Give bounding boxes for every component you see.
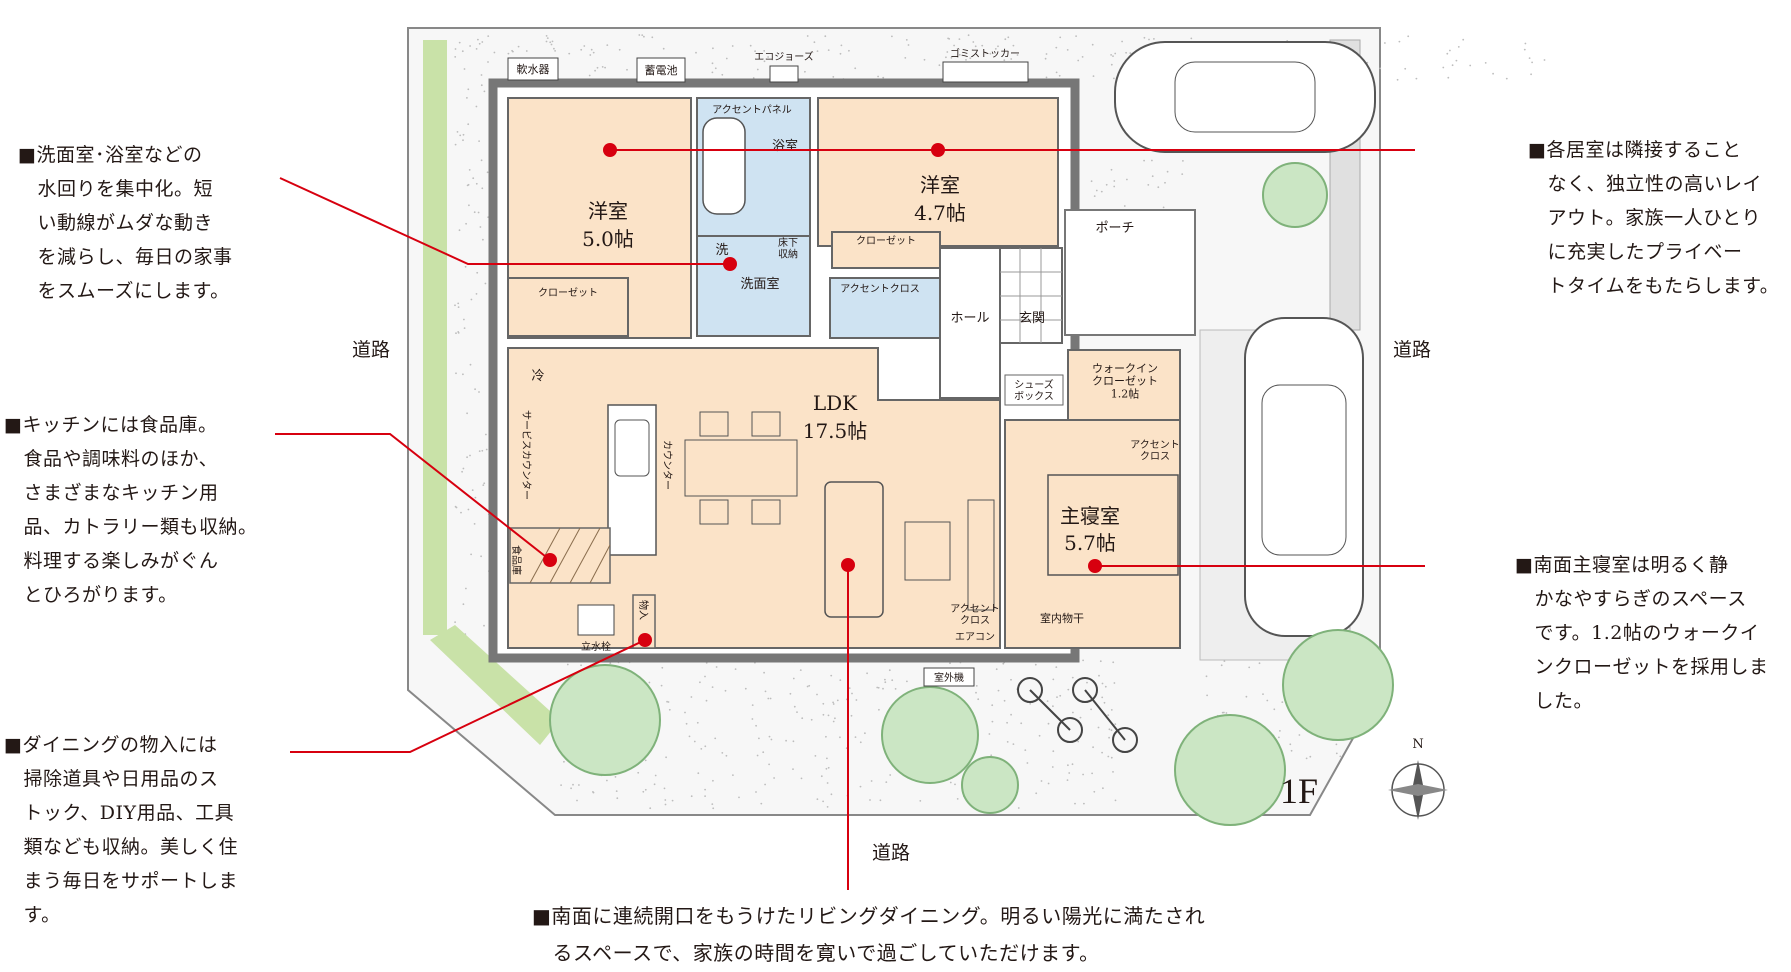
compass-label: N: [1412, 737, 1423, 752]
faucet-label: 立水栓: [581, 640, 611, 653]
bath-label: 浴室: [772, 138, 798, 154]
western1-size: 5.0帖: [582, 227, 634, 251]
toilet-room: [829, 277, 941, 339]
master-label: 主寝室: [1060, 504, 1120, 528]
battery-box: [636, 57, 686, 83]
accent-cloth2-label: アクセントクロス: [950, 603, 1000, 627]
note-dining-storage: ■ダイニングの物入には 掃除道具や日用品のス トック、DIY用品、工具 類なども…: [4, 734, 239, 926]
ecojoze-box: [769, 65, 799, 83]
callout-dot: [1088, 559, 1102, 573]
dining-chair: [751, 411, 781, 437]
washroom: [696, 235, 811, 337]
wash-label: 洗: [715, 243, 728, 258]
washroom-label: 洗面室: [740, 276, 779, 292]
road-label-right: 道路: [1393, 339, 1432, 361]
shoe-box: [1004, 374, 1064, 406]
western-room-2: [817, 97, 1059, 247]
hall: [939, 247, 1001, 399]
road-label-bottom: 道路: [872, 842, 911, 864]
floor-label: 1F: [1280, 771, 1319, 811]
note-private-rooms: ■各居室は隣接すること なく、独立性の高いレイ アウト。家族一人ひとり に充実し…: [1528, 139, 1780, 297]
callout-dots: [543, 143, 1102, 647]
tree: [1282, 629, 1394, 741]
pantry-label: 食品庫: [510, 545, 523, 575]
coffee-table: [904, 521, 951, 581]
service-counter-label: サービスカウンター: [520, 410, 532, 500]
tv-board: [967, 499, 995, 611]
closet-2: [831, 231, 941, 269]
callout-dot: [841, 558, 855, 572]
note-kitchen: ■キッチンには食品庫。 食品や調味料のほか、 さまざまなキッチン用 品、カトラリ…: [4, 414, 258, 606]
car-right-cabin: [1261, 384, 1347, 556]
road-label-left: 道路: [352, 339, 391, 361]
compass-icon: [1388, 760, 1448, 820]
porch: [1064, 209, 1196, 336]
dining-chair: [751, 499, 781, 525]
entrance-label: 玄関: [1019, 311, 1045, 326]
battery-label: 蓄電池: [645, 64, 678, 77]
fridge-label: 冷: [531, 369, 544, 384]
aircon-label: エアコン: [955, 632, 995, 643]
callout-dot: [931, 143, 945, 157]
dining-chair: [699, 411, 729, 437]
tree: [881, 686, 979, 784]
note-master-bedroom: ■南面主寝室は明るく静 かなやすらぎのスペース です。1.2帖のウォークイ ンク…: [1515, 554, 1769, 712]
callout-dot: [603, 143, 617, 157]
car-top-cabin: [1174, 61, 1316, 133]
western2-label: 洋室: [920, 173, 960, 197]
ldk-size: 17.5帖: [803, 419, 868, 443]
callout-dot: [723, 257, 737, 271]
bicycles: [1017, 677, 1138, 753]
ecojoze-label: エコジョーズ: [754, 50, 814, 63]
water-heater-box: [507, 57, 559, 81]
sofa: [824, 481, 884, 618]
pantry: [509, 527, 611, 584]
hedge-diagonal: [430, 625, 560, 745]
tree: [961, 756, 1019, 814]
closet2-label: クローゼット: [856, 235, 916, 247]
dining-table: [684, 439, 798, 497]
faucet-box: [577, 604, 615, 636]
closet-1: [507, 277, 629, 337]
outdoor-unit-label: 室外機: [934, 671, 964, 684]
sink: [614, 419, 650, 477]
accent-cloth3-label: アクセントクロス: [1130, 439, 1180, 463]
hedge-strip: [423, 40, 447, 635]
shoebox-label: シューズボックス: [1014, 378, 1054, 403]
callout-dot: [638, 633, 652, 647]
tree: [1262, 162, 1328, 228]
underfloor-label: 床下収納: [778, 236, 798, 261]
counter-label: カウンター: [661, 440, 673, 490]
closet1-label: クローゼット: [538, 287, 598, 299]
accent-cloth1-label: アクセントクロス: [840, 283, 920, 295]
western1-label: 洋室: [588, 199, 628, 223]
garbage-box: [942, 61, 1029, 83]
hall-label: ホール: [950, 311, 989, 326]
bed: [1047, 474, 1179, 576]
dining-chair: [699, 499, 729, 525]
tree: [549, 664, 661, 776]
garbage-label: ゴミストッカー: [950, 47, 1020, 60]
drying-label: 室内物干: [1040, 611, 1084, 625]
bathtub: [702, 117, 746, 215]
western2-size: 4.7帖: [914, 201, 966, 225]
entrance-tiles: [1000, 248, 1062, 343]
porch-label: ポーチ: [1095, 221, 1134, 236]
master-size: 5.7帖: [1064, 531, 1116, 555]
tree: [1174, 714, 1286, 826]
accent-panel-label: アクセントパネル: [712, 104, 792, 116]
water-heater-label: 軟水器: [517, 62, 550, 76]
ldk-label: LDK: [813, 391, 858, 415]
storage-label: 物入: [637, 600, 650, 620]
outdoor-unit-box: [923, 667, 975, 687]
callout-dot: [543, 553, 557, 567]
note-water-area: ■洗面室･浴室などの 水回りを集中化。短 い動線がムダな動き を減らし、毎日の家…: [18, 144, 233, 302]
note-ldk: ■南面に連続開口をもうけたリビングダイニング。明るい陽光に満たされ るスペースで…: [532, 904, 1206, 965]
walk-in-closet: [1067, 349, 1181, 421]
